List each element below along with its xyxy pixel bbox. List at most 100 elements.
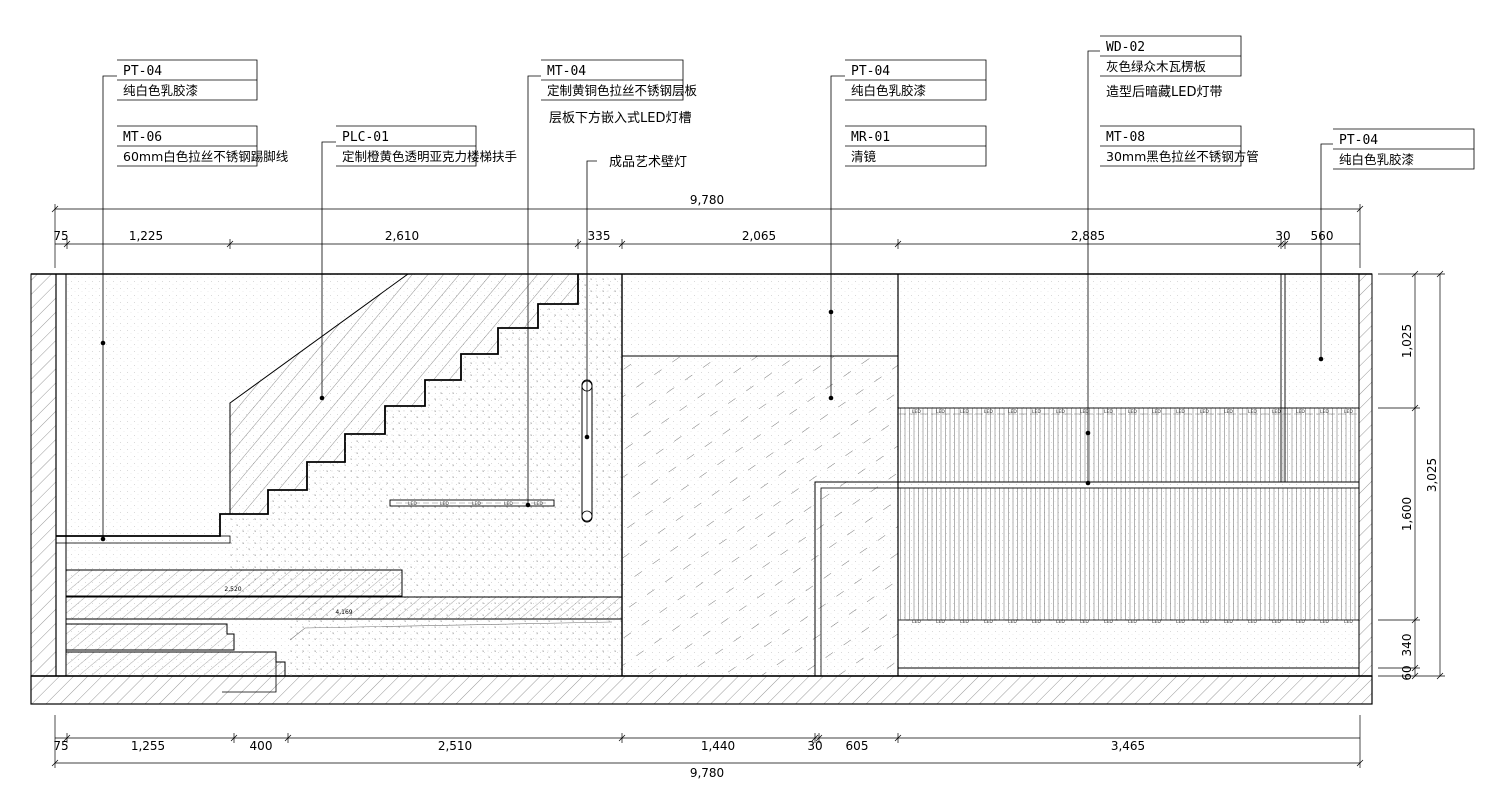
callout-mt08-desc: 30mm黑色拉丝不锈钢方管 bbox=[1106, 149, 1259, 164]
callout-plc01-code: PLC-01 bbox=[342, 130, 389, 145]
led-marker: LED bbox=[912, 409, 921, 415]
dim-top-seg-6: 2,885 bbox=[1071, 229, 1105, 243]
dim-top-seg-7: 30 bbox=[1275, 229, 1290, 243]
dim-bot-seg-1: 75 bbox=[53, 739, 68, 753]
led-marker: LED bbox=[1272, 619, 1281, 625]
leader-dots bbox=[100, 309, 1324, 542]
led-marker: LED bbox=[1200, 409, 1209, 415]
led-marker: LED bbox=[1080, 409, 1089, 415]
dim-top-seg-4: 335 bbox=[588, 229, 611, 243]
callout-mt04-desc: 定制黄铜色拉丝不锈钢层板 bbox=[547, 83, 698, 98]
note-shelf-led: 层板下方嵌入式LED灯槽 bbox=[549, 110, 691, 126]
mirror-panel bbox=[621, 355, 899, 677]
led-marker: LED bbox=[1272, 409, 1281, 415]
led-marker: LED bbox=[984, 409, 993, 415]
led-marker: LED bbox=[1056, 409, 1065, 415]
top-ticks bbox=[63, 239, 1289, 249]
led-marker: LED bbox=[1032, 619, 1041, 625]
dim-bot-seg-8: 3,465 bbox=[1111, 739, 1145, 753]
callout-mr01-code: MR-01 bbox=[851, 130, 890, 145]
led-marker: LED bbox=[1296, 409, 1305, 415]
wood-slat-zone: LED LED LED LED LED LED LED LED LED LED LED LED LED L… bbox=[897, 274, 1360, 669]
dim-top-seg-2: 1,225 bbox=[129, 229, 163, 243]
dim-right-seg-2: 1,600 bbox=[1400, 497, 1414, 531]
led-marker: LED bbox=[1056, 619, 1065, 625]
led-marker: LED bbox=[1128, 409, 1137, 415]
dim-bot-seg-3: 400 bbox=[250, 739, 273, 753]
led-marker: LED bbox=[1008, 409, 1017, 415]
led-marker: LED bbox=[984, 619, 993, 625]
led-marker: LED bbox=[1152, 409, 1161, 415]
led-marker: LED bbox=[936, 619, 945, 625]
dim-bot-seg-2: 1,255 bbox=[131, 739, 165, 753]
dim-top-seg-5: 2,065 bbox=[742, 229, 776, 243]
dimension-right-text: 1,025 1,600 340 60 3,025 bbox=[1400, 324, 1439, 681]
led-marker: LED bbox=[1344, 619, 1353, 625]
dim-right-seg-4: 60 bbox=[1400, 665, 1414, 680]
callout-texts: PT-04 纯白色乳胶漆 MT-06 60mm白色拉丝不锈钢踢脚线 PLC-01… bbox=[123, 40, 1414, 170]
mirror-zone bbox=[621, 274, 1360, 677]
dim-bot-seg-5: 1,440 bbox=[701, 739, 735, 753]
shelf-and-lamp: LED LED LED LED LED bbox=[389, 379, 593, 523]
callout-mt08-code: MT-08 bbox=[1106, 130, 1145, 145]
shelf-led-5: LED bbox=[534, 501, 543, 507]
bench-group: 2,520 4,169 bbox=[65, 569, 623, 693]
led-marker: LED bbox=[1152, 619, 1161, 625]
led-marker: LED bbox=[1248, 619, 1257, 625]
left-wall-section bbox=[30, 273, 57, 677]
callout-plc01-desc: 定制橙黄色透明亚克力楼梯扶手 bbox=[342, 149, 517, 164]
led-marker: LED bbox=[1176, 619, 1185, 625]
bottom-ticks bbox=[63, 733, 902, 743]
callout-wd02-code: WD-02 bbox=[1106, 40, 1145, 55]
shelf-led-4: LED bbox=[504, 501, 513, 507]
dim-right-seg-1: 1,025 bbox=[1400, 324, 1414, 358]
dim-bot-seg-4: 2,510 bbox=[438, 739, 472, 753]
right-wall-section bbox=[1358, 273, 1373, 677]
dimension-bottom bbox=[51, 715, 1364, 768]
dim-bot-seg-7: 605 bbox=[846, 739, 869, 753]
shelf-led-1: LED bbox=[408, 501, 417, 507]
callout-pt04-right-code: PT-04 bbox=[1339, 133, 1378, 148]
dim-right-seg-3: 340 bbox=[1400, 634, 1414, 657]
note-wall-lamp: 成品艺术壁灯 bbox=[609, 155, 687, 170]
led-row-top: LED LED LED LED LED LED LED LED LED LED LED LED LED L… bbox=[912, 409, 1353, 415]
led-marker: LED bbox=[936, 409, 945, 415]
led-marker: LED bbox=[1176, 409, 1185, 415]
dim-top-seg-1: 75 bbox=[53, 229, 68, 243]
callout-mt06-code: MT-06 bbox=[123, 130, 162, 145]
slat-panel-upper bbox=[897, 407, 1360, 483]
callout-pt04-mid-desc: 纯白色乳胶漆 bbox=[851, 83, 926, 98]
bench-lower-label: 4,169 bbox=[335, 609, 352, 616]
bench-upper bbox=[65, 569, 403, 597]
led-marker: LED bbox=[1008, 619, 1017, 625]
led-marker: LED bbox=[1104, 619, 1113, 625]
led-marker: LED bbox=[1248, 409, 1257, 415]
dim-top-overall: 9,780 bbox=[690, 193, 724, 207]
floor-slab bbox=[30, 675, 1373, 705]
led-marker: LED bbox=[1224, 409, 1233, 415]
leader-lines bbox=[102, 50, 1333, 539]
note-hidden-led: 造型后暗藏LED灯带 bbox=[1106, 85, 1222, 100]
dim-top-seg-8: 560 bbox=[1311, 229, 1334, 243]
callout-pt04-right-desc: 纯白色乳胶漆 bbox=[1339, 152, 1414, 167]
callout-pt04-mid-code: PT-04 bbox=[851, 64, 890, 79]
led-marker: LED bbox=[912, 619, 921, 625]
callout-wd02-desc: 灰色绿众木瓦楞板 bbox=[1106, 59, 1207, 74]
floor-marker bbox=[222, 655, 277, 693]
callout-mr01-desc: 清镜 bbox=[851, 149, 877, 164]
dimension-right bbox=[1378, 270, 1445, 680]
callout-pt04-left-code: PT-04 bbox=[123, 64, 162, 79]
bench-upper-label: 2,520 bbox=[224, 586, 241, 593]
callout-mt06-desc: 60mm白色拉丝不锈钢踢脚线 bbox=[123, 149, 289, 164]
led-marker: LED bbox=[1296, 619, 1305, 625]
led-marker: LED bbox=[1128, 619, 1137, 625]
bench-step-a bbox=[65, 623, 235, 651]
shelf-led-2: LED bbox=[440, 501, 449, 507]
bench-step-b bbox=[65, 651, 286, 677]
dimension-top-text: 9,780 75 1,225 2,610 335 2,065 2,885 30 … bbox=[53, 193, 1333, 243]
stair-edge-guide bbox=[289, 621, 613, 641]
callout-pt04-left-desc: 纯白色乳胶漆 bbox=[123, 83, 198, 98]
dimension-top bbox=[51, 204, 1364, 268]
dim-bot-seg-6: 30 bbox=[807, 739, 822, 753]
